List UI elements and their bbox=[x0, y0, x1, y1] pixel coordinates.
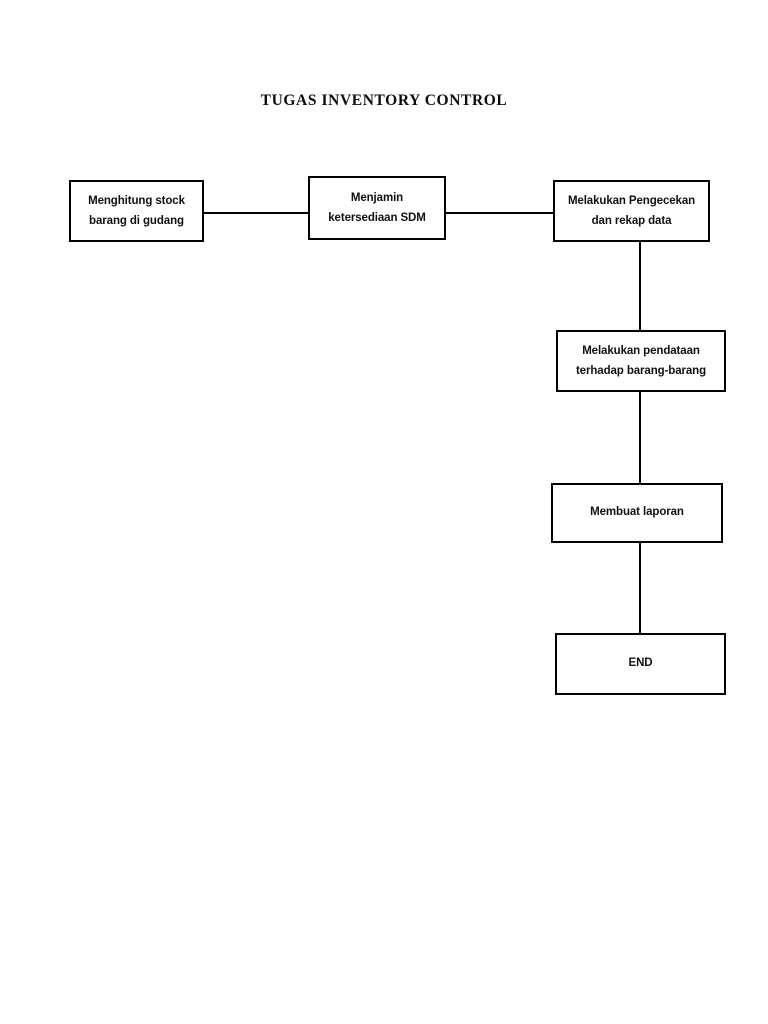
connector-pendataan-to-laporan bbox=[639, 391, 642, 484]
flowchart-node-label: Menghitung stock barang di gudang bbox=[88, 194, 185, 227]
flowchart-node-laporan[interactable]: Membuat laporan bbox=[551, 483, 723, 543]
connector-pengecekan-to-pendataan bbox=[639, 241, 642, 331]
flowchart-node-label: END bbox=[628, 657, 653, 670]
flowchart-node-label: Melakukan pendataan terhadap barang-bara… bbox=[575, 344, 707, 377]
connector-hitung-stock-to-jamin-sdm bbox=[203, 212, 309, 214]
flowchart-node-label: Melakukan Pengecekan dan rekap data bbox=[567, 194, 696, 227]
flowchart-node-pendataan[interactable]: Melakukan pendataan terhadap barang-bara… bbox=[556, 330, 726, 392]
connector-jamin-sdm-to-pengecekan bbox=[445, 212, 554, 214]
page-title: TUGAS INVENTORY CONTROL bbox=[260, 92, 508, 109]
flowchart-node-label: Membuat laporan bbox=[590, 506, 684, 519]
flowchart-node-hitung-stock[interactable]: Menghitung stock barang di gudang bbox=[69, 180, 204, 242]
flowchart-node-jamin-sdm[interactable]: Menjamin ketersediaan SDM bbox=[308, 176, 446, 240]
connector-laporan-to-end bbox=[639, 542, 642, 634]
flowchart-node-label: Menjamin ketersediaan SDM bbox=[328, 191, 426, 224]
flowchart-node-pengecekan[interactable]: Melakukan Pengecekan dan rekap data bbox=[553, 180, 710, 242]
flowchart-node-end[interactable]: END bbox=[555, 633, 726, 695]
